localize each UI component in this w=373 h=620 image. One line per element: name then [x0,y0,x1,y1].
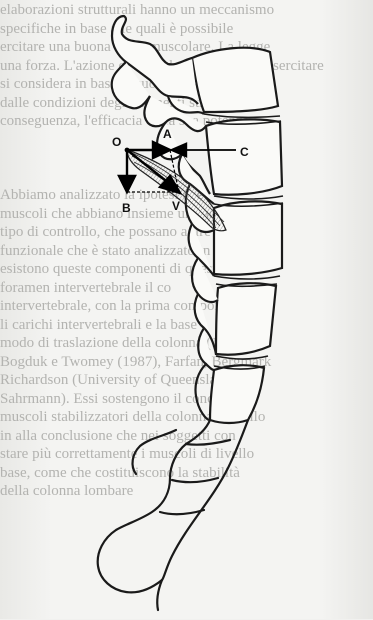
vertebral-body-4 [216,283,276,355]
coccyx [157,580,162,610]
vertebral-body-3 [214,201,282,274]
disc-2 [214,196,283,199]
arrowhead-B [119,176,135,192]
disc-3 [214,276,280,279]
origin-point [125,148,130,153]
label-B: B [122,201,131,215]
disc-4 [216,356,268,359]
sacral-segment-line-2 [172,478,218,482]
sacrum-outline [98,364,210,592]
vertebral-body-5 [210,365,264,423]
label-A: A [163,127,172,141]
label-C: C [240,145,249,159]
sacral-segment-line-3 [160,510,204,514]
label-V: V [172,199,180,213]
vertebral-body-1 [192,48,278,112]
vertebral-bodies [192,48,282,423]
disc-1 [204,114,280,117]
label-O: O [112,135,121,149]
pelvis-ridge [133,430,176,474]
